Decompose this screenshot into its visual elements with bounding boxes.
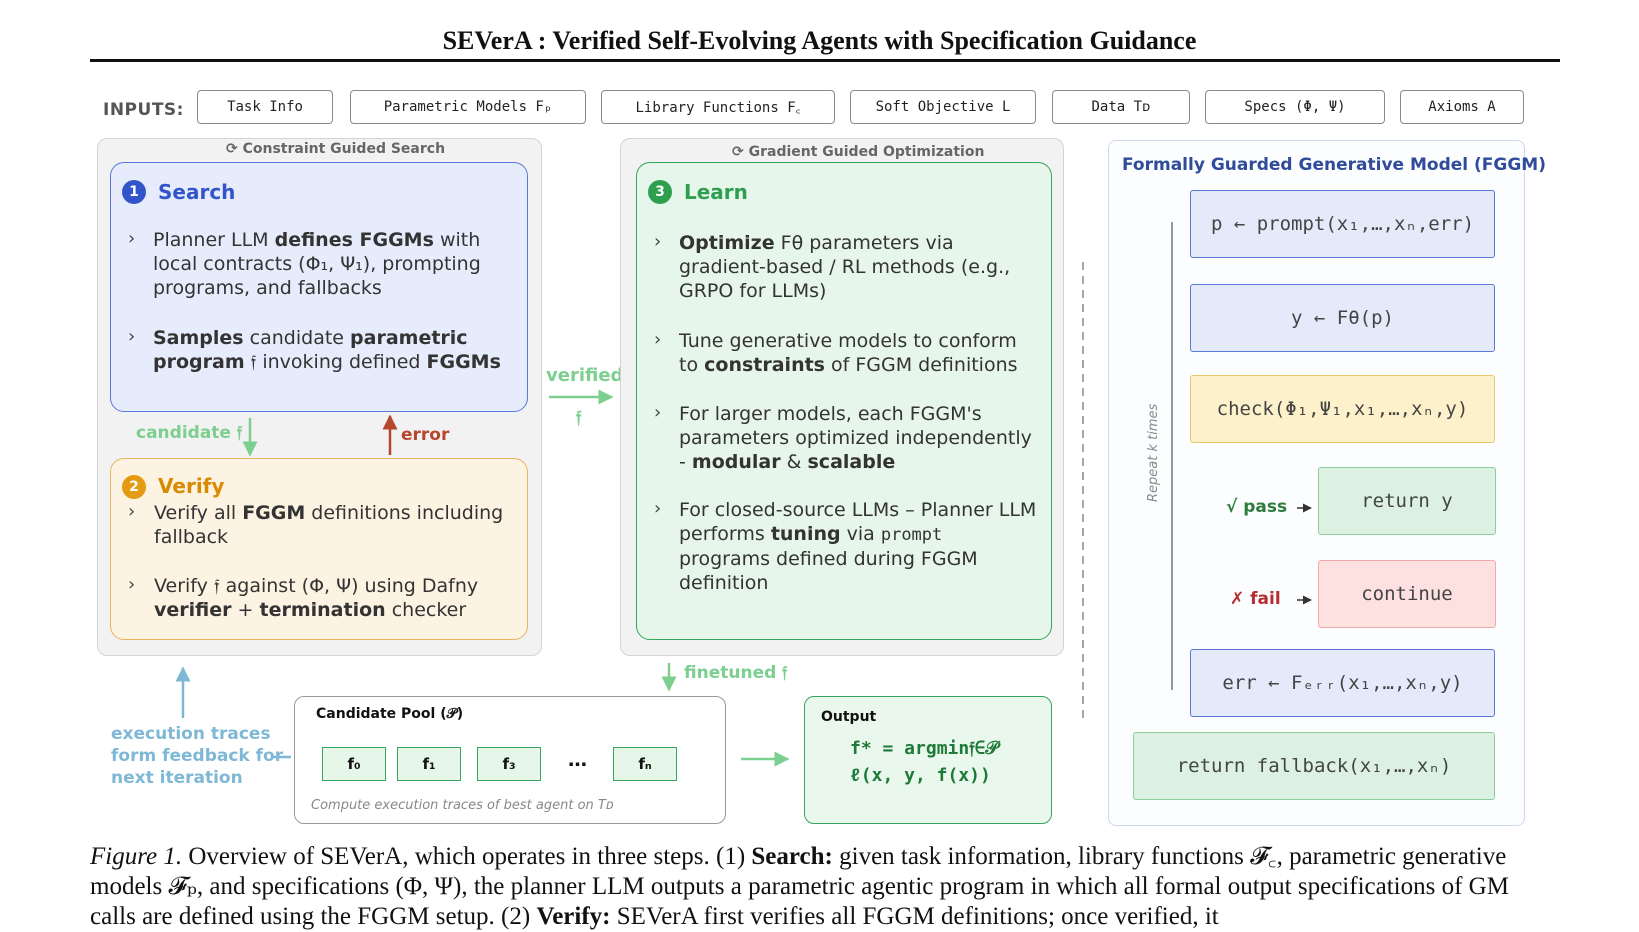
connector-arrows — [175, 222, 1312, 767]
verified-label: verified — [546, 365, 624, 386]
learn-title: Learn — [684, 180, 748, 204]
input-chip-soft-objective: Soft Objective L — [850, 90, 1036, 124]
input-chip-axioms: Axioms A — [1400, 90, 1524, 124]
verify-title: Verify — [158, 474, 225, 498]
fggm-prompt-step: p ← prompt(x₁,…,xₙ,err) — [1190, 190, 1495, 258]
learn-step-badge: 3 — [648, 180, 672, 204]
bullet-chevron-icon: › — [128, 326, 136, 347]
output-title: Output — [821, 709, 877, 725]
fggm-return-y: return y — [1318, 467, 1496, 535]
bullet-chevron-icon: › — [128, 574, 136, 595]
verify-bullet-2: Verify 𝔣 against (Φ, Ψ) using Dafny veri… — [154, 575, 479, 621]
fggm-check-step: check(Φ₁,Ψ₁,x₁,…,xₙ,y) — [1190, 375, 1495, 443]
constraint-guided-search-caption: ⟳ Constraint Guided Search — [226, 141, 446, 157]
learn-bullet-3: For larger models, each FGGM's parameter… — [679, 403, 1032, 473]
error-label: error — [401, 425, 450, 445]
bullet-chevron-icon: › — [128, 501, 136, 522]
pool-ellipsis: … — [568, 749, 587, 771]
gradient-guided-optimization-caption: ⟳ Gradient Guided Optimization — [732, 144, 985, 160]
search-step-badge: 1 — [122, 180, 146, 204]
candidate-pool-footer: Compute execution traces of best agent o… — [311, 798, 614, 813]
output-argmin: f* = argmin𝔣∈𝒫 — [850, 738, 999, 759]
verify-box — [110, 458, 528, 640]
bullet-chevron-icon: › — [654, 329, 662, 350]
pass-label: √ pass — [1226, 497, 1288, 517]
input-chip-task-info: Task Info — [197, 90, 333, 124]
fggm-error-step: err ← Fₑᵣᵣ(x₁,…,xₙ,y) — [1190, 649, 1495, 717]
fggm-return-fallback: return fallback(x₁,…,xₙ) — [1133, 732, 1495, 800]
bullet-chevron-icon: › — [654, 498, 662, 519]
pool-item-f1: f₁ — [397, 747, 461, 781]
input-chip-parametric-models: Parametric Models Fₚ — [350, 90, 586, 124]
verified-f-label: 𝔣 — [576, 407, 582, 428]
learn-bullet-1: Optimize Fθ parameters via gradient-base… — [679, 232, 1011, 302]
bullet-chevron-icon: › — [654, 231, 662, 252]
finetuned-label: finetuned 𝔣 — [684, 663, 788, 683]
output-box — [804, 696, 1052, 824]
input-chip-specs: Specs (Φ, Ψ) — [1205, 90, 1385, 124]
candidate-label: candidate 𝔣 — [136, 423, 242, 443]
learn-bullet-2: Tune generative models to conform to con… — [679, 330, 1018, 376]
execution-traces-label: execution traces form feedback for next … — [111, 724, 284, 788]
verify-bullet-1: Verify all FGGM definitions including fa… — [154, 502, 504, 548]
pool-item-f0: f₀ — [322, 747, 386, 781]
learn-bullet-4: For closed-source LLMs – Planner LLM per… — [679, 499, 1037, 594]
input-chip-library-functions: Library Functions F꜀ — [601, 90, 835, 124]
fggm-title: Formally Guarded Generative Model (FGGM) — [1122, 155, 1546, 175]
pool-item-fn: fₙ — [613, 747, 677, 781]
verify-step-badge: 2 — [122, 475, 146, 499]
pool-item-f3: f₃ — [477, 747, 541, 781]
fail-label: ✗ fail — [1230, 589, 1281, 609]
search-title: Search — [158, 180, 236, 204]
figure-title: SEVerA : Verified Self-Evolving Agents w… — [442, 26, 1197, 55]
search-box — [110, 162, 528, 412]
bullet-chevron-icon: › — [654, 402, 662, 423]
inputs-label: INPUTS: — [103, 100, 184, 120]
bullet-chevron-icon: › — [128, 228, 136, 249]
search-bullet-2: Samples candidate parametric program 𝔣 i… — [153, 327, 501, 373]
fggm-generate-step: y ← Fθ(p) — [1190, 284, 1495, 352]
title-rule — [90, 59, 1560, 62]
figure-caption: Figure 1. Overview of SEVerA, which oper… — [90, 843, 1509, 930]
input-chip-data: Data Tᴅ — [1052, 90, 1190, 124]
candidate-pool-title: Candidate Pool (𝒫) — [316, 706, 464, 722]
output-loss: ℓ(x, y, f(x)) — [850, 765, 991, 786]
fggm-continue: continue — [1318, 560, 1496, 628]
learn-box — [636, 162, 1052, 640]
search-bullet-1: Planner LLM defines FGGMs with local con… — [153, 229, 481, 299]
